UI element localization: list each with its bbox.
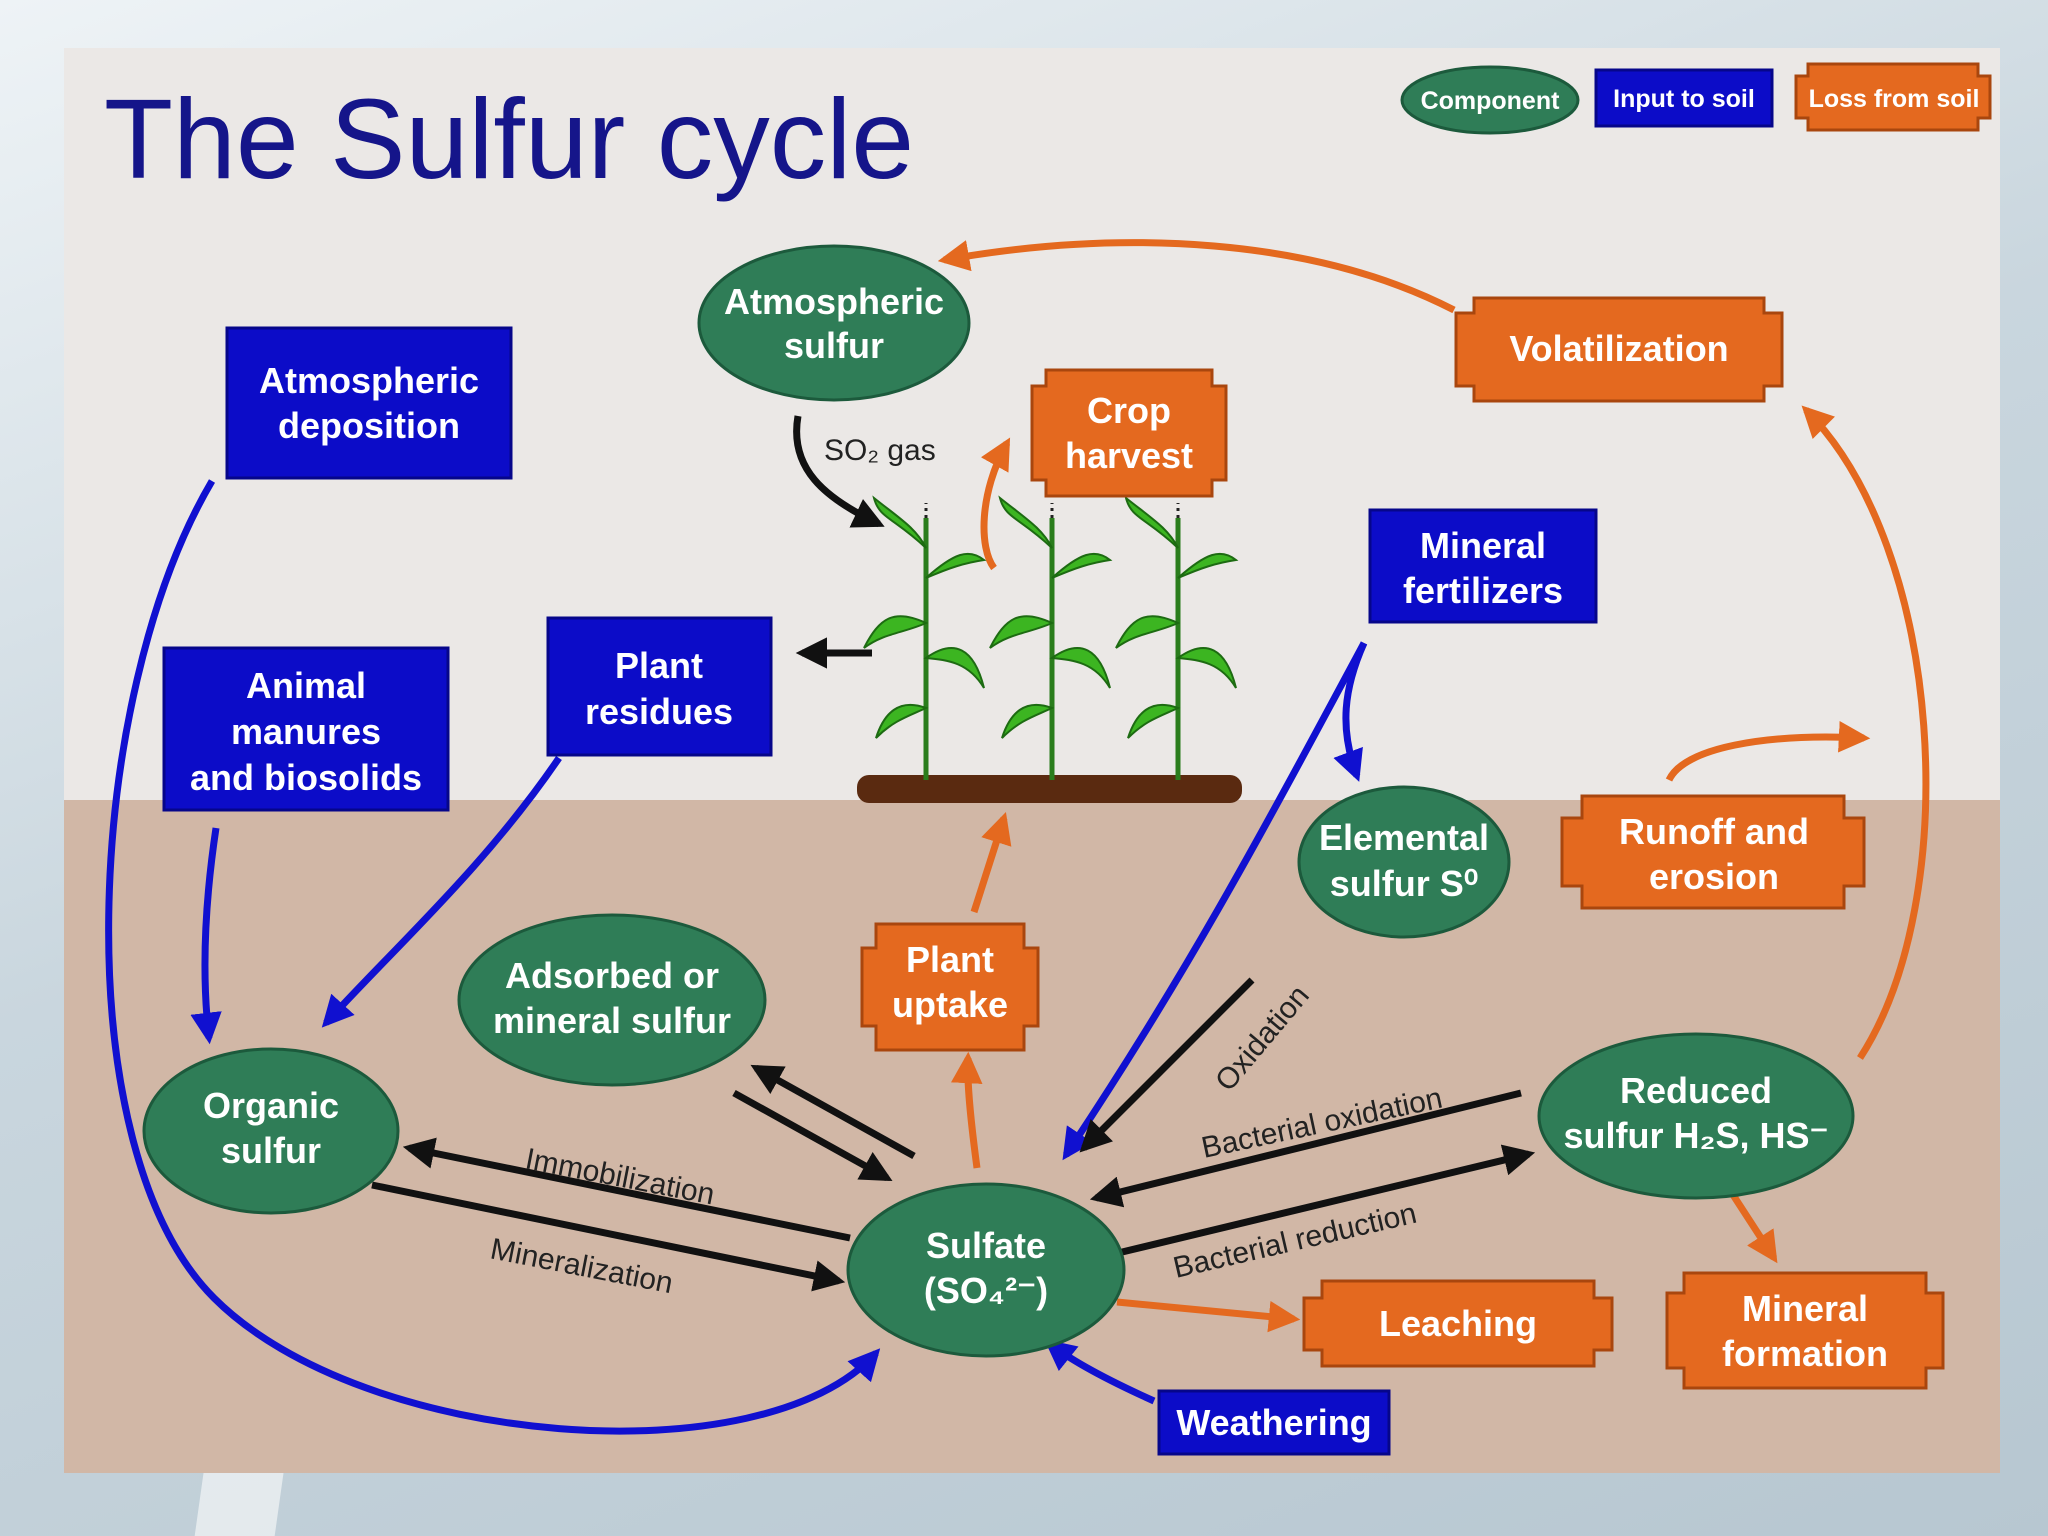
- svg-text:sulfur H₂S, HS⁻: sulfur H₂S, HS⁻: [1563, 1115, 1828, 1156]
- arrow-uptake-to-plants: [970, 811, 1012, 914]
- legend-component-label: Component: [1421, 87, 1561, 115]
- arrow-elemental-to-sulfate-oxidation: [1079, 977, 1255, 1153]
- node-plant-uptake: Plant uptake: [860, 922, 1040, 1052]
- legend-loss-swatch: [1794, 62, 1992, 132]
- svg-text:Organic: Organic: [203, 1085, 339, 1126]
- svg-text:formation: formation: [1722, 1333, 1888, 1374]
- node-elemental-sulfur: Elemental sulfur S⁰: [1297, 785, 1511, 939]
- node-weathering: Weathering: [1157, 1389, 1391, 1456]
- node-adsorbed-mineral-sulfur: Adsorbed or mineral sulfur: [457, 913, 767, 1087]
- arrow-weathering-to-sulfate: [1044, 1339, 1156, 1405]
- legend-input-swatch: [1594, 68, 1774, 128]
- arrow-manures-to-organic: [190, 827, 222, 1045]
- svg-text:Atmospheric: Atmospheric: [259, 360, 479, 401]
- svg-text:Plant: Plant: [615, 645, 703, 686]
- svg-text:Adsorbed or: Adsorbed or: [505, 955, 719, 996]
- node-leaching: Leaching: [1302, 1279, 1614, 1368]
- arrow-fertilizers-to-elemental: [1333, 641, 1368, 782]
- node-volatilization: Volatilization: [1454, 296, 1784, 403]
- arrow-reduced-to-sulfate-oxidation: [1089, 1089, 1522, 1208]
- svg-text:Volatilization: Volatilization: [1509, 328, 1728, 369]
- legend-component-swatch: [1400, 65, 1580, 135]
- svg-text:sulfur: sulfur: [221, 1130, 321, 1171]
- svg-text:Animal: Animal: [246, 665, 366, 706]
- arrow-atmos-deposition-to-sulfate: [105, 479, 881, 1435]
- node-runoff-erosion: Runoff and erosion: [1560, 794, 1866, 910]
- svg-text:sulfur: sulfur: [784, 325, 884, 366]
- node-reduced-sulfur: Reduced sulfur H₂S, HS⁻: [1537, 1032, 1855, 1200]
- crop-plants-illustration: [857, 495, 1242, 803]
- arrow-sulfate-to-reduced-reduction: [1117, 1144, 1536, 1257]
- corn-plant-1: [863, 495, 987, 780]
- diagram-title: The Sulfur cycle: [104, 76, 914, 202]
- svg-text:residues: residues: [585, 691, 733, 732]
- svg-text:and biosolids: and biosolids: [190, 757, 422, 798]
- arrow-adsorbed-to-sulfate: [732, 1089, 893, 1182]
- svg-text:Runoff and: Runoff and: [1619, 811, 1809, 852]
- svg-text:mineral sulfur: mineral sulfur: [493, 1000, 731, 1041]
- corn-plant-2: [989, 495, 1113, 780]
- svg-text:Mineral: Mineral: [1420, 525, 1546, 566]
- arrow-runoff-to-loss: [1665, 721, 1871, 782]
- sulfur-cycle-diagram: The Sulfur cycle Component Input to soil…: [64, 48, 2000, 1473]
- svg-text:Leaching: Leaching: [1379, 1303, 1537, 1344]
- svg-text:Mineral: Mineral: [1742, 1288, 1868, 1329]
- svg-text:Plant: Plant: [906, 939, 994, 980]
- svg-text:harvest: harvest: [1065, 435, 1193, 476]
- corn-plant-3: [1115, 495, 1239, 780]
- node-crop-harvest: Crop harvest: [1030, 368, 1228, 498]
- svg-text:Weathering: Weathering: [1176, 1402, 1371, 1443]
- node-sulfate: Sulfate (SO₄²⁻): [846, 1182, 1126, 1358]
- legend-input-label: Input to soil: [1613, 85, 1755, 113]
- svg-text:manures: manures: [231, 711, 381, 752]
- label-so2-gas: SO₂ gas: [824, 434, 936, 467]
- arrow-sulfate-to-organic-immobilization: [402, 1137, 851, 1242]
- arrow-organic-to-sulfate-mineralization: [371, 1181, 846, 1292]
- svg-text:sulfur S⁰: sulfur S⁰: [1330, 863, 1478, 904]
- arrow-volatilization-to-atmosphere: [937, 239, 1456, 314]
- node-mineral-fertilizers: Mineral fertilizers: [1368, 508, 1598, 624]
- svg-text:uptake: uptake: [892, 984, 1008, 1025]
- svg-text:Elemental: Elemental: [1319, 817, 1489, 858]
- legend-loss-label: Loss from soil: [1809, 85, 1980, 113]
- node-atmospheric-sulfur: Atmospheric sulfur: [697, 244, 971, 402]
- svg-text:Crop: Crop: [1087, 390, 1171, 431]
- node-mineral-formation: Mineral formation: [1665, 1271, 1945, 1390]
- legend: Component Input to soil Loss from soil: [1400, 62, 1992, 135]
- svg-text:deposition: deposition: [278, 405, 460, 446]
- node-organic-sulfur: Organic sulfur: [142, 1047, 400, 1215]
- arrow-fertilizers-to-sulfate: [1062, 641, 1368, 1161]
- node-animal-manures: Animal manures and biosolids: [162, 646, 450, 812]
- svg-text:Sulfate: Sulfate: [926, 1225, 1046, 1266]
- soil-bed: [857, 775, 1242, 803]
- svg-text:fertilizers: fertilizers: [1403, 570, 1563, 611]
- svg-text:erosion: erosion: [1649, 856, 1779, 897]
- node-atmospheric-deposition: Atmospheric deposition: [225, 326, 513, 480]
- arrow-so2-gas-to-plants: [793, 415, 885, 528]
- svg-text:Reduced: Reduced: [1620, 1070, 1772, 1111]
- arrow-sulfate-to-uptake: [951, 1051, 983, 1169]
- arrow-sulfate-to-adsorbed: [750, 1064, 916, 1160]
- arrow-reduced-to-volatilization: [1801, 405, 1930, 1060]
- arrow-residues-to-organic: [321, 756, 562, 1028]
- svg-text:Atmospheric: Atmospheric: [724, 281, 944, 322]
- arrow-plants-to-harvest: [980, 437, 1011, 571]
- node-plant-residues: Plant residues: [546, 616, 773, 757]
- arrow-sulfate-to-leaching: [1116, 1298, 1301, 1333]
- svg-text:(SO₄²⁻): (SO₄²⁻): [924, 1270, 1048, 1311]
